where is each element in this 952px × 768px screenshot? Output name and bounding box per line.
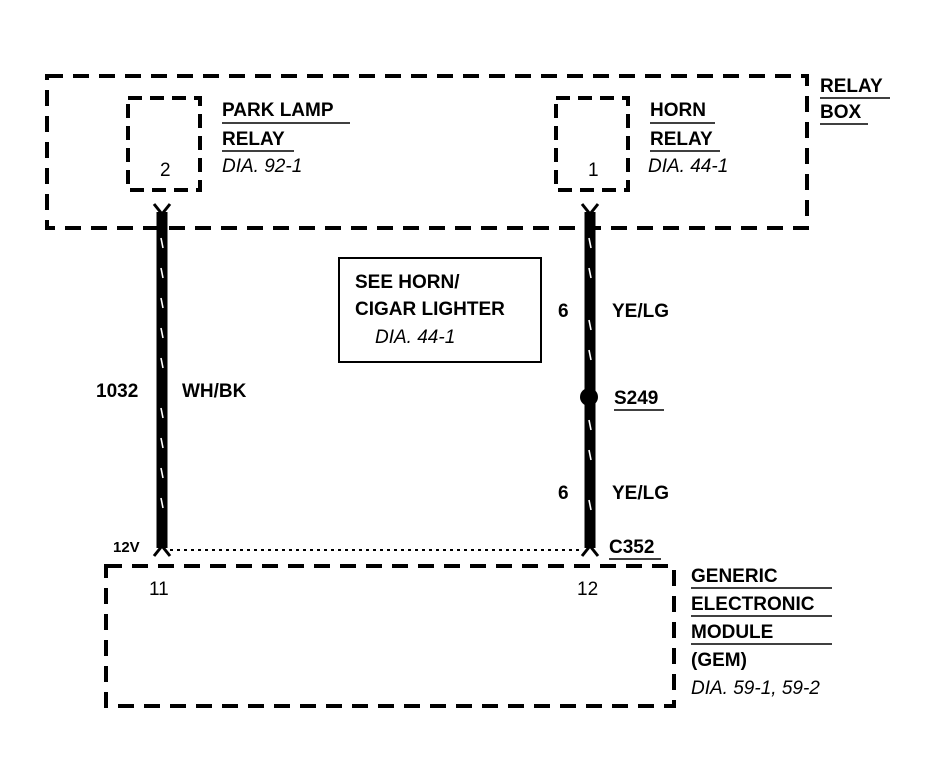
note-line1: SEE HORN/: [355, 272, 460, 293]
gem-pin-11: 11: [149, 579, 169, 600]
right-wire-upper-color: YE/LG: [612, 301, 669, 322]
right-wire-lower-color: YE/LG: [612, 483, 669, 504]
left-wire-circuit: 1032: [96, 381, 138, 402]
right-wire-upper-circuit: 6: [558, 301, 569, 322]
left-wire-color: WH/BK: [182, 381, 247, 402]
left-wire-voltage: 12V: [113, 539, 140, 556]
right-wire-lower-circuit: 6: [558, 483, 569, 504]
gem-label-line3: MODULE: [691, 622, 773, 643]
park-lamp-relay-ref: DIA. 92-1: [222, 156, 302, 177]
gem-outline: [104, 564, 676, 708]
right-wire: [580, 203, 600, 557]
note-line2: CIGAR LIGHTER: [355, 299, 505, 320]
gem-label-line2: ELECTRONIC: [691, 594, 815, 615]
park-lamp-relay-pin: 2: [160, 160, 171, 181]
gem-ref: DIA. 59-1, 59-2: [691, 678, 820, 699]
splice-dot: [580, 388, 598, 406]
note-ref: DIA. 44-1: [375, 327, 455, 348]
relay-box-title-line2: BOX: [820, 102, 862, 123]
park-lamp-relay-label-line2: RELAY: [222, 129, 285, 150]
park-lamp-relay-outline: [126, 96, 202, 192]
left-wire: [152, 203, 172, 557]
horn-relay-pin: 1: [588, 160, 599, 181]
relay-box-title-line1: RELAY: [820, 76, 883, 97]
gem-label-line4: (GEM): [691, 650, 747, 671]
note-box: [338, 257, 542, 363]
horn-relay-label-line2: RELAY: [650, 129, 713, 150]
connector-label: C352: [609, 537, 654, 558]
horn-relay-outline: [554, 96, 630, 192]
splice-label: S249: [614, 388, 658, 409]
horn-relay-ref: DIA. 44-1: [648, 156, 728, 177]
park-lamp-relay-label-line1: PARK LAMP: [222, 100, 334, 121]
horn-relay-label-line1: HORN: [650, 100, 706, 121]
gem-label-line1: GENERIC: [691, 566, 778, 587]
gem-pin-12: 12: [577, 579, 598, 600]
relay-box-outline: [45, 74, 809, 230]
